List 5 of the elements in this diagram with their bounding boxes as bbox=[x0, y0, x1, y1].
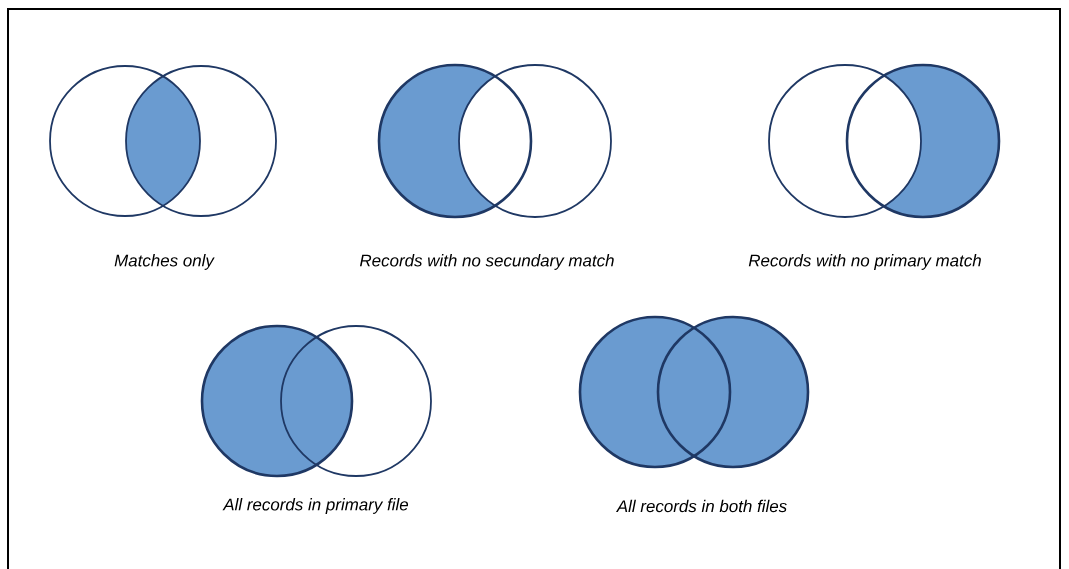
caption: Matches only bbox=[114, 254, 215, 270]
caption: Records with no primary match bbox=[748, 254, 981, 270]
caption: All records in both files bbox=[616, 499, 787, 513]
caption: Records with no secundary match bbox=[359, 254, 614, 270]
caption: All records in primary file bbox=[222, 498, 409, 514]
